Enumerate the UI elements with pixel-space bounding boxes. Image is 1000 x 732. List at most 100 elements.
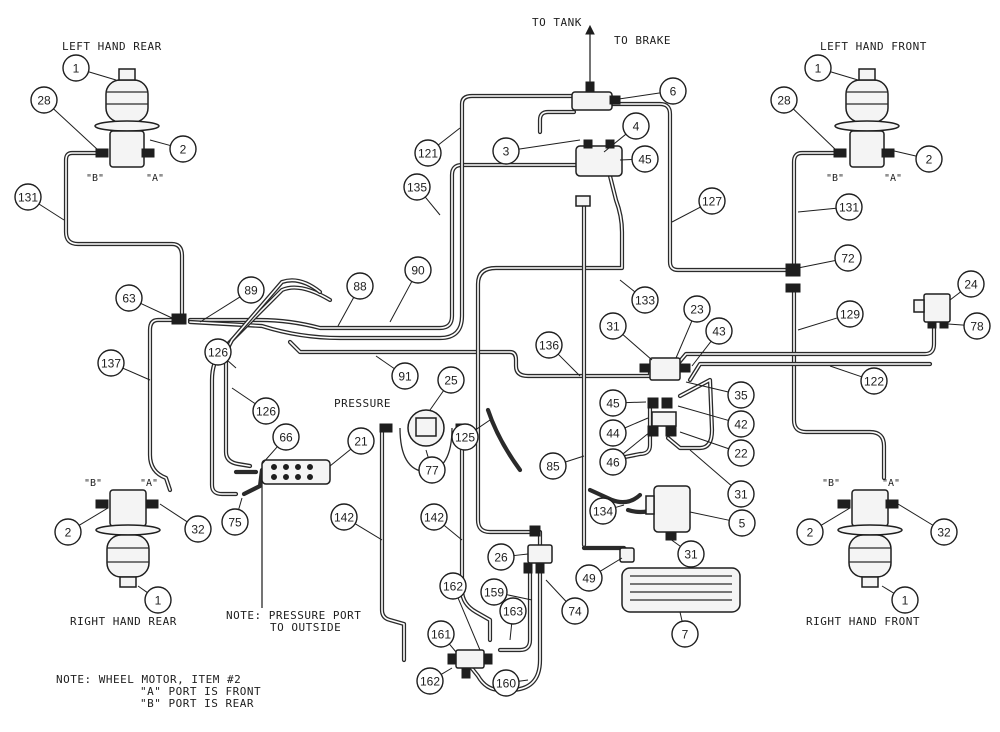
callout-circle <box>347 427 375 455</box>
callout-leader <box>38 203 65 221</box>
callout-number: 21 <box>354 435 368 449</box>
callout-leader <box>820 507 851 526</box>
callout-circle <box>499 597 527 625</box>
callout-leader <box>797 207 837 213</box>
callout-circle <box>575 564 603 592</box>
callout-leader <box>665 535 681 547</box>
junction-fittings <box>171 263 801 537</box>
callout-leader <box>199 296 241 323</box>
callout-circle <box>480 578 508 606</box>
callout-c-125: 125 <box>451 419 491 451</box>
callout-number: 160 <box>496 677 516 691</box>
callout-c-137: 137 <box>97 349 151 381</box>
callout-c-26: 26 <box>487 543 529 571</box>
port-label-b: "B" <box>86 173 104 184</box>
callout-c-77: 77 <box>418 449 446 484</box>
callout-number: 1 <box>902 594 909 608</box>
callout-circle <box>391 362 419 390</box>
callout-c-131b: 131 <box>797 193 863 221</box>
callout-circle <box>414 139 442 167</box>
callout-leader <box>53 108 99 151</box>
callout-c-7: 7 <box>671 611 699 648</box>
callout-leader <box>354 523 383 541</box>
callout-leader <box>149 139 171 147</box>
callout-c-46: 46 <box>599 431 651 476</box>
callout-circle <box>115 284 143 312</box>
callout-leader <box>689 449 732 486</box>
callout-c-43: 43 <box>691 317 733 367</box>
callout-circle <box>403 173 431 201</box>
callout-circle <box>930 518 958 546</box>
callout-number: 2 <box>180 143 187 157</box>
callout-c-129: 129 <box>797 300 864 331</box>
callout-circle <box>631 286 659 314</box>
callout-c-31c: 31 <box>665 535 705 568</box>
callout-circle <box>727 480 755 508</box>
callout-c-31a: 31 <box>599 312 653 361</box>
callout-circle <box>346 272 374 300</box>
callout-circle <box>727 410 755 438</box>
callout-number: 1 <box>73 62 80 76</box>
callout-number: 63 <box>122 292 136 306</box>
callout-circle <box>535 331 563 359</box>
callout-leader <box>619 279 636 293</box>
callout-c-91: 91 <box>375 355 419 390</box>
callout-number: 162 <box>420 675 440 689</box>
callout-circle <box>439 572 467 600</box>
callout-circle <box>404 256 432 284</box>
callout-circle <box>599 389 627 417</box>
callout-leader <box>122 367 151 381</box>
callout-number: 77 <box>425 464 439 478</box>
callout-number: 35 <box>734 389 748 403</box>
callout-c-135: 135 <box>403 173 441 216</box>
callout-leader <box>691 340 712 367</box>
callout-c-126a: 126 <box>204 338 237 369</box>
callout-number: 78 <box>970 320 984 334</box>
hose-routing <box>63 93 937 693</box>
callout-number: 161 <box>431 628 451 642</box>
callout-leader <box>677 405 729 421</box>
callout-number: 88 <box>353 280 367 294</box>
callout-lr-2: 2 <box>149 135 197 163</box>
callout-number: 32 <box>191 523 205 537</box>
callout-leader <box>611 92 661 101</box>
callout-circle <box>727 381 755 409</box>
callout-number: 136 <box>539 339 559 353</box>
callout-number: 4 <box>633 120 640 134</box>
callout-number: 23 <box>690 303 704 317</box>
callout-circle <box>698 187 726 215</box>
callout-c-42: 42 <box>677 405 755 438</box>
callout-circle <box>770 86 798 114</box>
callout-c-122: 122 <box>829 365 888 395</box>
callout-circle <box>204 338 232 366</box>
callout-c-161: 161 <box>427 620 457 653</box>
callout-circle <box>30 86 58 114</box>
control-valve-block <box>639 357 691 437</box>
callout-circle <box>804 54 832 82</box>
callout-circle <box>599 448 627 476</box>
callout-c-127: 127 <box>671 187 726 223</box>
callout-c-142a: 142 <box>330 503 383 541</box>
oil-cooler <box>621 567 741 613</box>
callout-number: 2 <box>65 526 72 540</box>
callout-c-85: 85 <box>539 452 585 480</box>
callout-number: 31 <box>606 320 620 334</box>
callout-number: 28 <box>777 94 791 108</box>
callout-c-21: 21 <box>329 427 375 467</box>
callout-number: 126 <box>208 346 228 360</box>
callout-leader <box>78 507 109 526</box>
callout-leader <box>793 108 837 151</box>
label-to-brake: TO BRAKE <box>614 34 671 47</box>
callout-lf-28: 28 <box>770 86 837 151</box>
port-label-a: "A" <box>882 478 900 489</box>
callout-leader <box>889 149 917 157</box>
callout-leader <box>897 503 934 526</box>
callout-circle <box>492 137 520 165</box>
callout-number: 127 <box>702 195 722 209</box>
callout-number: 1 <box>155 594 162 608</box>
callout-leader <box>437 127 461 146</box>
label-left-hand-rear: LEFT HAND REAR <box>62 40 162 53</box>
pump <box>645 485 691 541</box>
callout-lf-1: 1 <box>804 54 859 82</box>
callout-number: 66 <box>279 431 293 445</box>
